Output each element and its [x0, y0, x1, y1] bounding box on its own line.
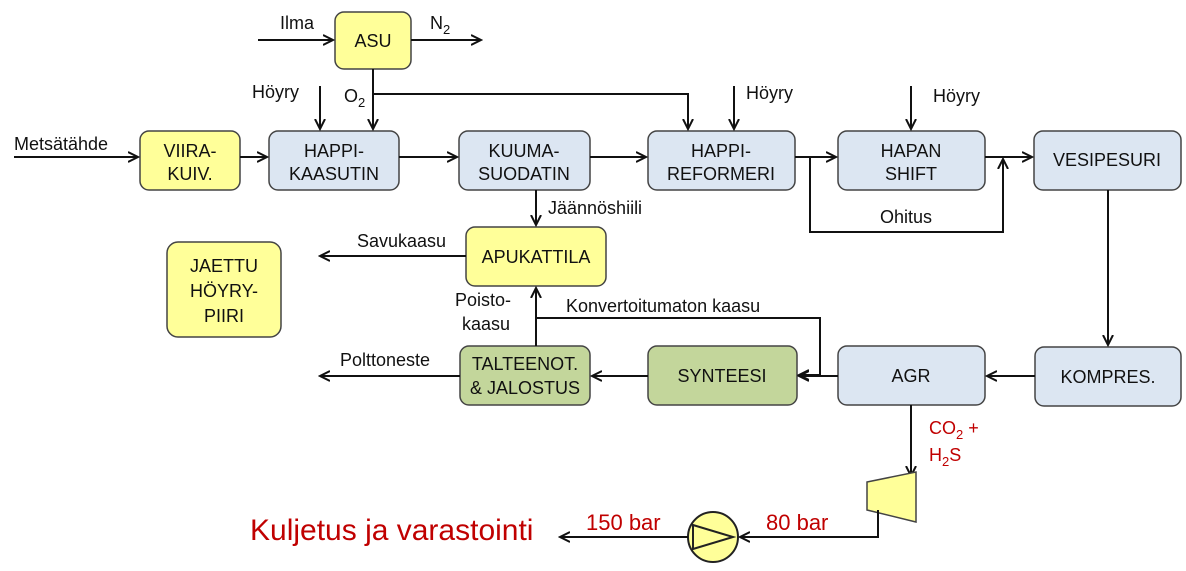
unit-vesipesuri: VESIPESURI: [1033, 130, 1182, 191]
label-poisto-1: Poisto-: [455, 290, 511, 310]
svg-text:APUKATTILA: APUKATTILA: [482, 247, 591, 267]
kuuma-suodatin-box: [458, 130, 591, 191]
asu-label: ASU: [354, 31, 391, 51]
label-destination: Kuljetus ja varastointi: [250, 514, 533, 547]
shift-label-2: SHIFT: [885, 164, 937, 184]
unit-asu: ASU: [334, 11, 412, 70]
label-n2: N2: [430, 13, 450, 37]
label-savukaasu: Savukaasu: [357, 231, 446, 251]
arrow-compressor-pump: [740, 510, 879, 537]
unit-talteenot-jalostus: TALTEENOT. & JALOSTUS: [459, 345, 591, 406]
label-ilma: Ilma: [280, 13, 315, 33]
reformeri-label-1: HAPPI-: [691, 141, 751, 161]
label-poisto-2: kaasu: [462, 314, 510, 334]
svg-text:JAETTU: JAETTU: [190, 256, 258, 276]
svg-text:REFORMERI: REFORMERI: [667, 164, 775, 184]
apukattila-label: APUKATTILA: [482, 247, 591, 267]
label-80-bar: 80 bar: [766, 510, 828, 535]
unit-hapan-shift: HAPAN SHIFT: [837, 130, 986, 191]
svg-text:HAPPI-: HAPPI-: [304, 141, 364, 161]
unit-kuuma-suodatin: KUUMA- SUODATIN: [458, 130, 591, 191]
svg-text:TALTEENOT.: TALTEENOT.: [472, 354, 578, 374]
suodatin-label-1: KUUMA-: [489, 141, 560, 161]
unit-kompres: KOMPRES.: [1034, 346, 1182, 407]
svg-text:KAASUTIN: KAASUTIN: [289, 164, 379, 184]
happi-reformeri-box: [647, 130, 796, 191]
label-150-bar: 150 bar: [586, 510, 661, 535]
label-co2: CO2 +: [929, 418, 979, 442]
kaasutin-label-1: HAPPI-: [304, 141, 364, 161]
talteenot-label-1: TALTEENOT.: [472, 354, 578, 374]
svg-text:KUIV.: KUIV.: [167, 164, 212, 184]
vesipesuri-label: VESIPESURI: [1053, 150, 1161, 170]
label-hoyry-2: Höyry: [746, 83, 793, 103]
jaettu-box: [166, 241, 282, 338]
label-hoyry-1: Höyry: [252, 82, 299, 102]
svg-text:SHIFT: SHIFT: [885, 164, 937, 184]
label-o2: O2: [344, 86, 365, 110]
jaettu-label-1: JAETTU: [190, 256, 258, 276]
unit-agr: AGR: [837, 345, 986, 406]
shift-label-1: HAPAN: [881, 141, 942, 161]
agr-label: AGR: [891, 366, 930, 386]
pump-icon: [687, 511, 739, 563]
jaettu-label-3: PIIRI: [204, 306, 244, 326]
label-konvertoitumaton: Konvertoitumaton kaasu: [566, 296, 760, 316]
label-polttoneste: Polttoneste: [340, 350, 430, 370]
synteesi-label: SYNTEESI: [677, 366, 766, 386]
viira-label-1: VIIRA-: [163, 141, 216, 161]
arrow-ohitus-bypass: [809, 157, 1003, 233]
unit-jaettu-hoyrypiiri: JAETTU HÖYRY- PIIRI: [166, 241, 282, 338]
svg-text:AGR: AGR: [891, 366, 930, 386]
svg-text:HAPPI-: HAPPI-: [691, 141, 751, 161]
label-h2s: H2S: [929, 445, 961, 469]
svg-text:KOMPRES.: KOMPRES.: [1060, 367, 1155, 387]
hapan-shift-box: [837, 130, 986, 191]
label-ohitus: Ohitus: [880, 207, 932, 227]
svg-text:HÖYRY-: HÖYRY-: [190, 281, 258, 301]
kompres-label: KOMPRES.: [1060, 367, 1155, 387]
kaasutin-label-2: KAASUTIN: [289, 164, 379, 184]
co2-compressor-icon: [866, 471, 917, 523]
svg-text:KUUMA-: KUUMA-: [489, 141, 560, 161]
svg-text:VESIPESURI: VESIPESURI: [1053, 150, 1161, 170]
svg-text:ASU: ASU: [354, 31, 391, 51]
talteenot-label-2: & JALOSTUS: [470, 378, 580, 398]
viira-label-2: KUIV.: [167, 164, 212, 184]
svg-text:& JALOSTUS: & JALOSTUS: [470, 378, 580, 398]
viira-kuiv-box: [139, 130, 241, 191]
unit-viira-kuiv: VIIRA- KUIV.: [139, 130, 241, 191]
unit-happi-kaasutin: HAPPI- KAASUTIN: [268, 130, 400, 191]
suodatin-label-2: SUODATIN: [478, 164, 570, 184]
svg-text:VIIRA-: VIIRA-: [163, 141, 216, 161]
jaettu-label-2: HÖYRY-: [190, 281, 258, 301]
svg-text:SYNTEESI: SYNTEESI: [677, 366, 766, 386]
svg-text:PIIRI: PIIRI: [204, 306, 244, 326]
label-hoyry-3: Höyry: [933, 86, 980, 106]
happi-kaasutin-box: [268, 130, 400, 191]
unit-apukattila: APUKATTILA: [465, 226, 607, 287]
unit-happi-reformeri: HAPPI- REFORMERI: [647, 130, 796, 191]
unit-synteesi: SYNTEESI: [647, 345, 798, 406]
arrow-o2-reformeri: [373, 93, 688, 129]
reformeri-label-2: REFORMERI: [667, 164, 775, 184]
svg-text:SUODATIN: SUODATIN: [478, 164, 570, 184]
label-metsatahde: Metsätähde: [14, 134, 108, 154]
svg-text:HAPAN: HAPAN: [881, 141, 942, 161]
label-jaannoshiili: Jäännöshiili: [548, 198, 642, 218]
